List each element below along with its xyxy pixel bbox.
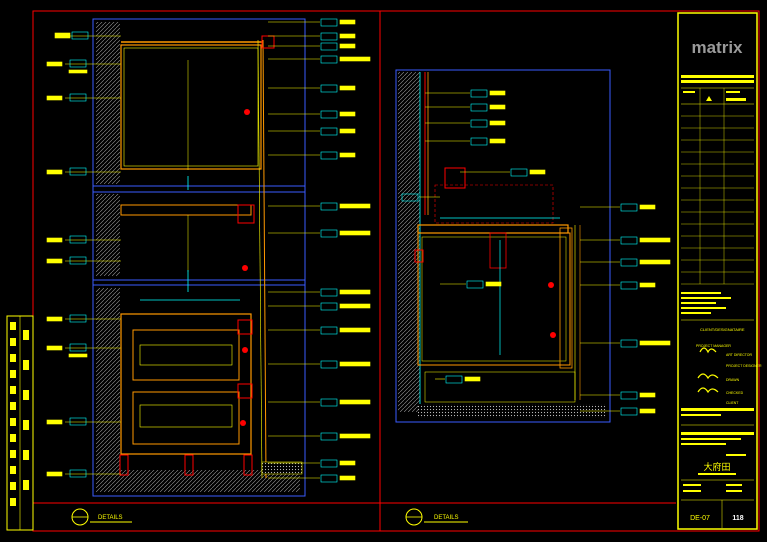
sheet-frame — [32, 10, 760, 532]
row-label-art-director: ART DIRECTOR — [726, 353, 753, 357]
left-detail-callouts-left — [46, 31, 121, 478]
left-detail-callouts-right — [268, 18, 371, 483]
row-label-project-designer: PROJECT DESIGNER — [726, 364, 762, 368]
row-label-client-2: CLIENT — [726, 401, 739, 405]
detail-label-right: DETAILS — [405, 508, 468, 526]
title-block: matrix CLIENT/DESIGNATAIRE PROJECT MANAG… — [677, 12, 762, 530]
page-number: 118 — [732, 515, 743, 522]
row-label-project-manager: PROJECT MANAGER — [696, 344, 731, 348]
left-detail-drawing — [92, 18, 306, 497]
right-detail-callouts — [401, 89, 671, 416]
row-label-drawn: DRAWN — [726, 378, 740, 382]
sheet-number: DE-07 — [690, 515, 710, 522]
detail-label-left: DETAILS — [71, 508, 132, 526]
client-name-cn: 大府田 — [703, 461, 730, 472]
left-margin-strip — [6, 315, 34, 531]
row-label-checked: CHECKED — [726, 391, 744, 395]
detail-title-left: DETAILS — [98, 515, 123, 521]
right-detail-drawing — [395, 69, 611, 423]
row-label-client: CLIENT/DESIGNATAIRE — [700, 327, 745, 332]
detail-title-right: DETAILS — [434, 515, 459, 521]
brand-logo: matrix — [691, 38, 743, 57]
